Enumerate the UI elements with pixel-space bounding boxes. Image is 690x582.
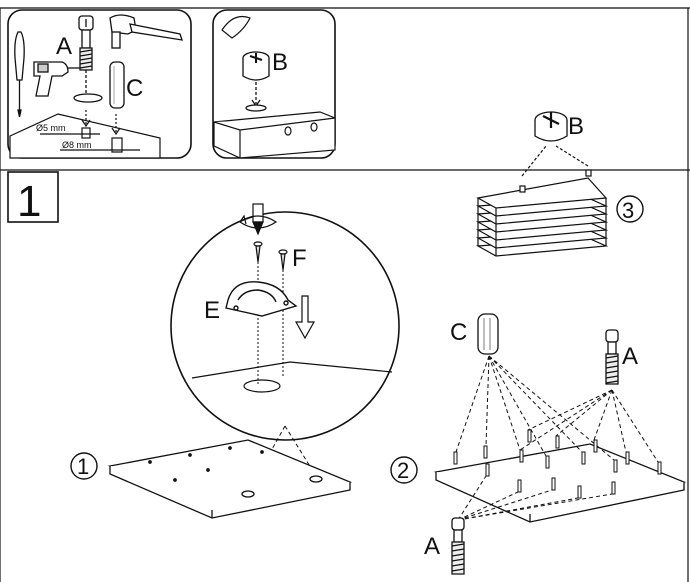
- screwdriver-icon: [14, 31, 25, 118]
- cam-bolt-a-icon: [73, 15, 103, 103]
- inset-tools-panel: A C Ø5 mm Ø8 mm: [7, 9, 192, 159]
- drill-icon: [33, 61, 80, 97]
- label-c: C: [126, 75, 143, 102]
- step-number: 1: [17, 177, 41, 226]
- screwdriver-tip-icon: [239, 203, 278, 236]
- inset-cam-panel: B: [212, 9, 336, 159]
- dim-8mm: Ø8 mm: [62, 140, 92, 150]
- step-number-box: 1: [7, 171, 59, 226]
- label-b-stack: B: [568, 113, 584, 140]
- label-b-inset: B: [272, 49, 288, 76]
- svg-text:3: 3: [622, 198, 634, 223]
- side-board: [213, 111, 336, 159]
- dim-5mm: Ø5 mm: [36, 123, 66, 133]
- circled-2: 2: [390, 456, 418, 484]
- label-a: A: [56, 33, 72, 60]
- cam-lock-b-icon: [242, 51, 270, 112]
- dashed-guides: [455, 355, 659, 521]
- detail-magnifier: F E: [170, 203, 400, 441]
- down-arrow-icon: [294, 295, 316, 340]
- label-f: F: [292, 245, 307, 272]
- hammer-icon: [109, 14, 183, 49]
- screw-f-icon: [253, 241, 288, 271]
- page-frame: [0, 7, 690, 582]
- board-with-holes: [9, 110, 161, 159]
- label-c-panel2: C: [450, 319, 467, 346]
- circled-1: 1: [70, 452, 98, 480]
- cam-lock-b-stack-icon: [534, 111, 568, 142]
- cam-bolt-a-top-icon: [605, 329, 619, 385]
- dowel-c-big-icon: [477, 313, 499, 355]
- label-a-panel2-top: A: [622, 343, 638, 370]
- panel-stack: [475, 145, 609, 257]
- dowel-c-icon: [109, 61, 125, 109]
- svg-text:2: 2: [397, 458, 409, 483]
- svg-text:1: 1: [77, 454, 89, 479]
- label-e: E: [204, 297, 220, 324]
- panel-2-board: [433, 443, 687, 523]
- finger-icon: [221, 15, 251, 39]
- label-a-panel2-bottom: A: [424, 533, 440, 560]
- bracket-e-icon: [225, 281, 298, 317]
- panel-1-board: [107, 439, 353, 519]
- circled-3: 3: [616, 195, 644, 223]
- cam-bolt-a-bottom-icon: [451, 517, 465, 575]
